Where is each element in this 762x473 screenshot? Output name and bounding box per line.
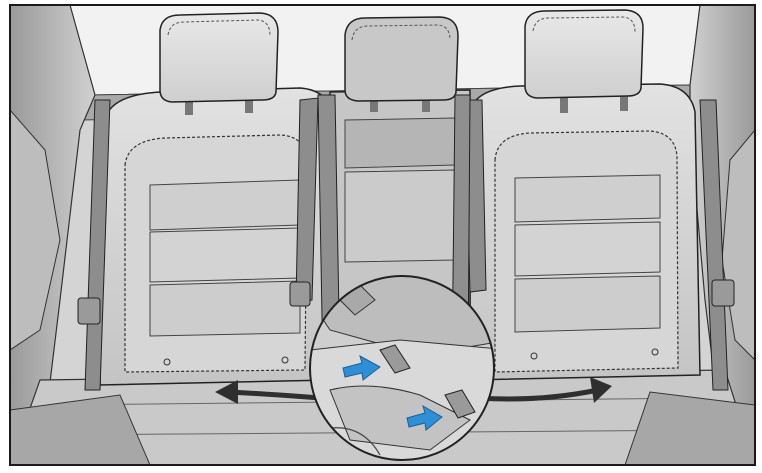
middle-headrest xyxy=(345,17,458,112)
left-headrest xyxy=(160,13,278,115)
right-headrest xyxy=(525,10,643,113)
right-seatback xyxy=(470,84,700,380)
